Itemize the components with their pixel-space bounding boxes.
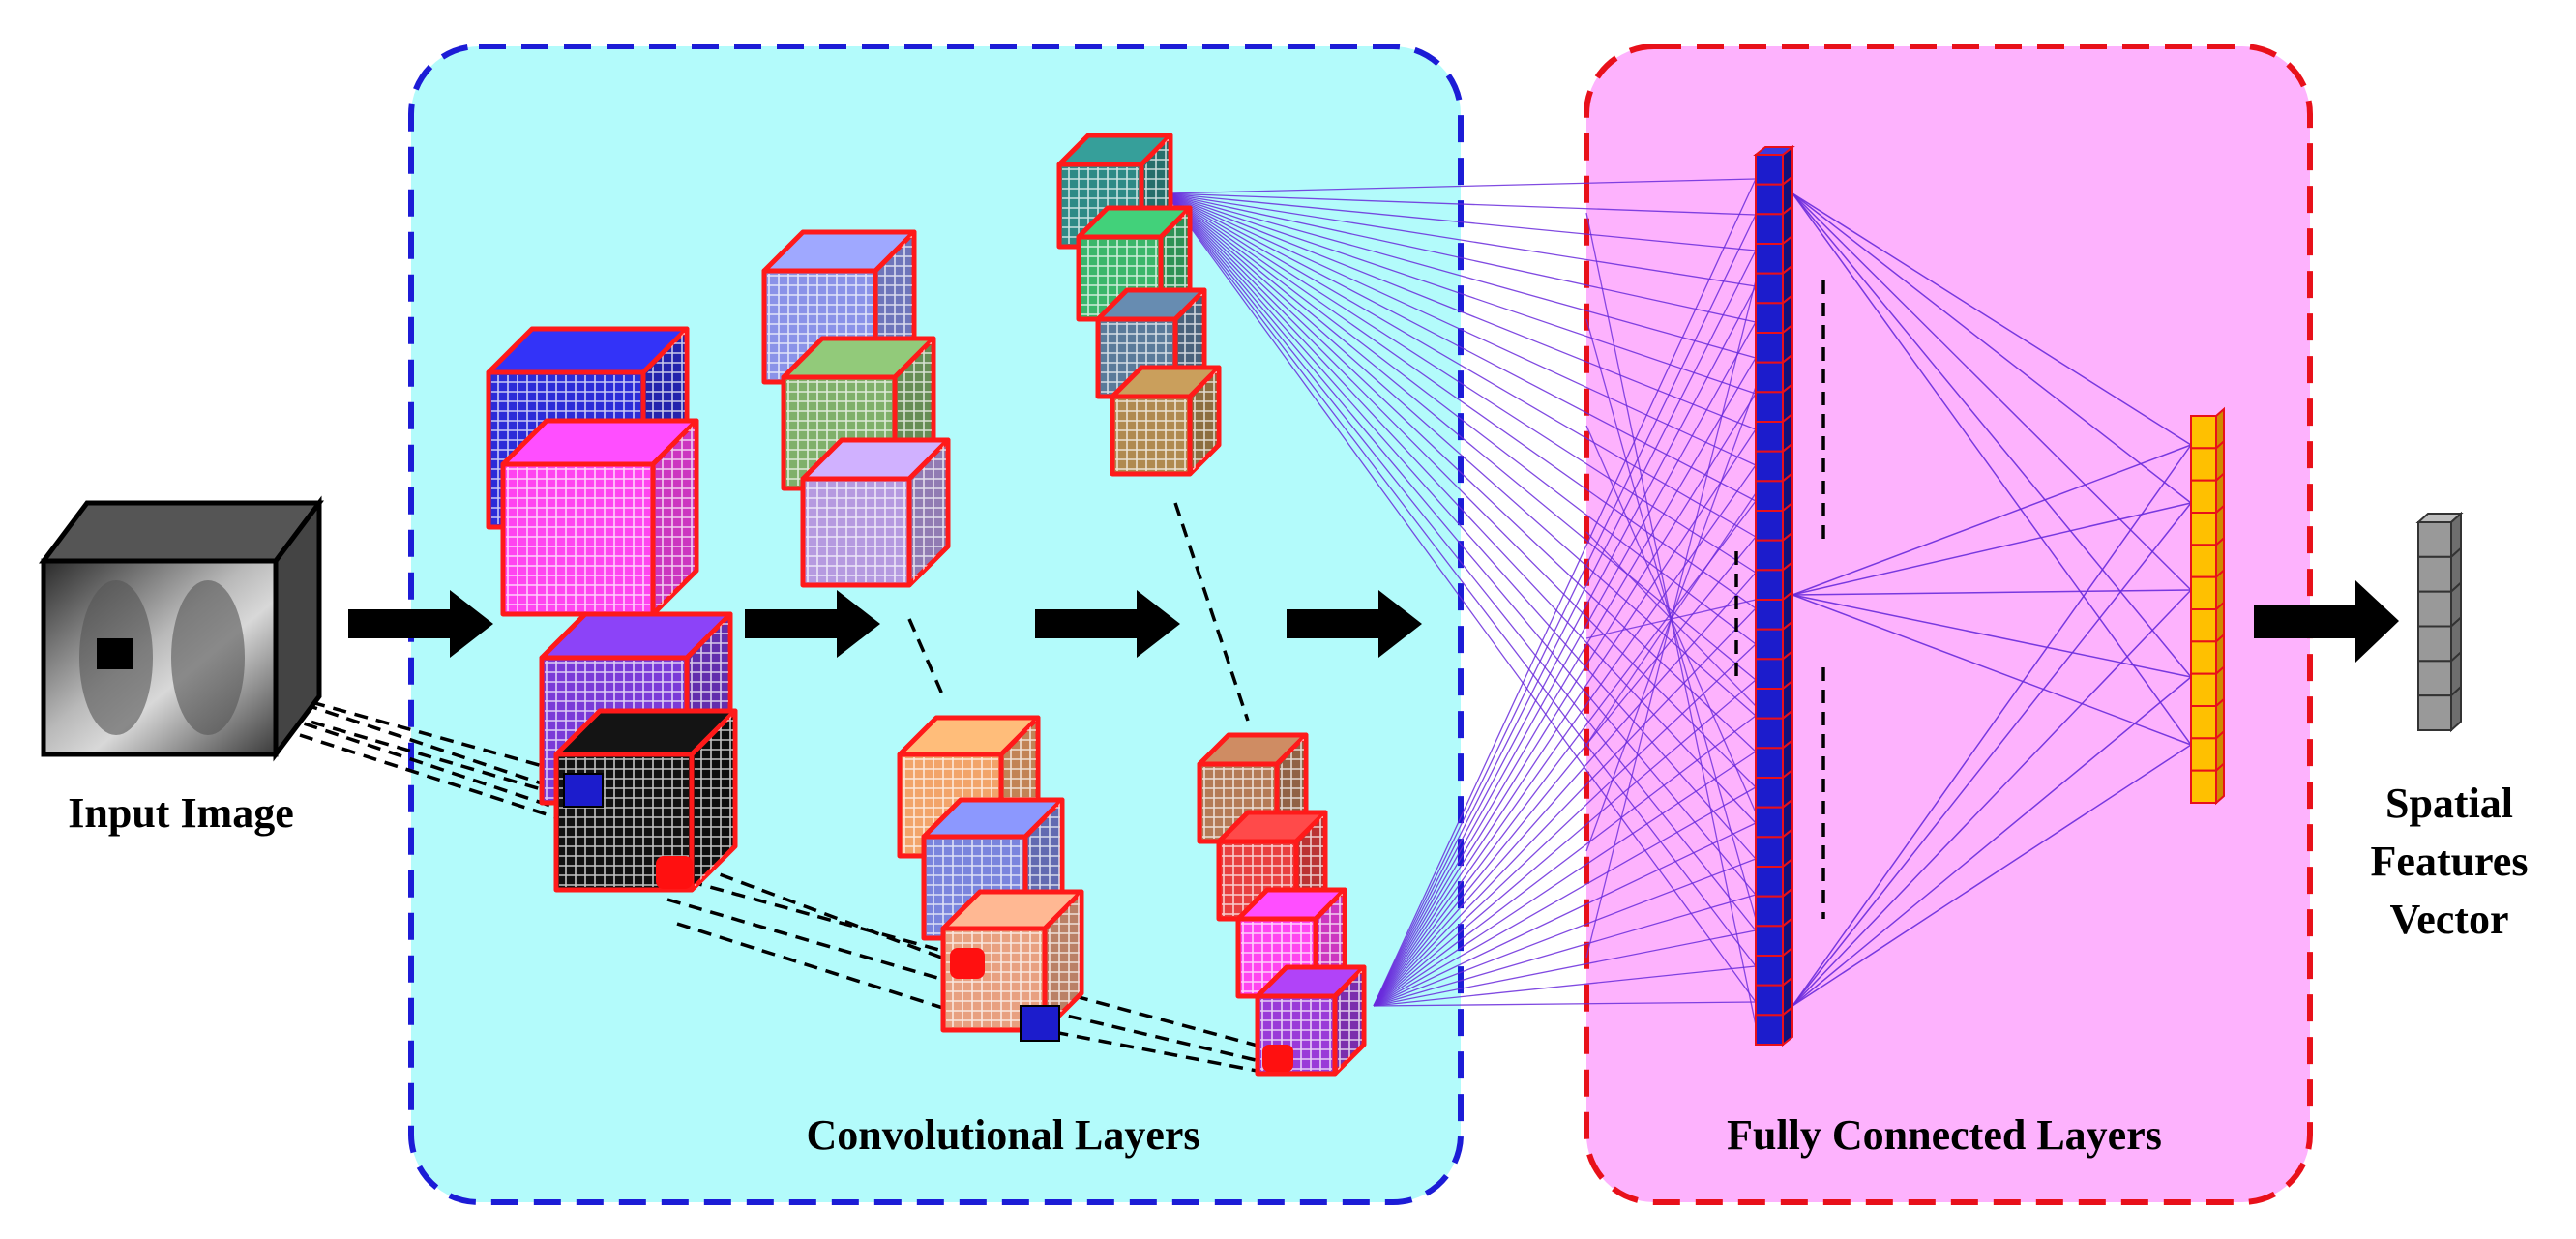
fc-layer-1-neurons [1753, 144, 1795, 1047]
feature-map-cube [1255, 964, 1367, 1077]
fc-layer-2-neurons [2190, 406, 2225, 806]
feature-map-cube [800, 437, 951, 588]
output-label-line-3: Vector [2390, 896, 2509, 943]
output-vector-cell [2417, 615, 2462, 664]
fc-neuron [2190, 439, 2225, 483]
fc-neuron [1755, 767, 1793, 810]
kernel-cube-icon [563, 773, 1293, 1072]
feature-map-cube [940, 889, 1084, 1033]
right-arrow-icon [2254, 580, 2399, 663]
output-vector-cell [2417, 546, 2462, 594]
fc-neuron [1755, 441, 1793, 484]
fc-neuron [1755, 560, 1793, 603]
fc-neuron [1755, 916, 1793, 959]
input-image-cube [39, 495, 324, 762]
fc-neuron [1755, 352, 1793, 395]
feature-map-cube [1110, 365, 1222, 477]
output-vector-cell [2417, 580, 2462, 629]
fc-neuron [2190, 600, 2225, 644]
input-image-label: Input Image [68, 789, 294, 837]
right-arrow-icon [1035, 590, 1180, 658]
fc-neuron [1755, 797, 1793, 840]
fc-neuron [1755, 649, 1793, 692]
fc-neuron [1755, 1005, 1793, 1047]
fc-neuron [1755, 589, 1793, 632]
fc-neuron [2190, 664, 2225, 709]
fc-neuron [1755, 204, 1793, 247]
fc-neuron [2190, 471, 2225, 516]
fc-neuron [2190, 761, 2225, 806]
fc-neuron [1755, 144, 1793, 187]
spatial-features-vector [2415, 511, 2464, 733]
fc-neuron [2190, 696, 2225, 741]
fc-neuron [1755, 678, 1793, 721]
fc-neuron [2190, 536, 2225, 579]
fc-neuron [1755, 322, 1793, 365]
output-vector-cell [2417, 684, 2462, 733]
fc-neuron [2190, 503, 2225, 547]
fc-neuron [1755, 233, 1793, 276]
fc-neuron [2190, 568, 2225, 612]
fc-layers-label: Fully Connected Layers [1727, 1111, 2162, 1159]
fc-neuron [1755, 856, 1793, 899]
fc-neuron [2190, 633, 2225, 676]
feature-map-cube [500, 418, 699, 617]
output-label-line-2: Features [2371, 838, 2529, 885]
fc-neuron [2190, 406, 2225, 451]
output-label-line-1: Spatial [2385, 780, 2513, 827]
conv-to-fc-connection-lines [1165, 178, 1757, 1007]
fc-neuron [1755, 293, 1793, 336]
fc-neuron [2190, 729, 2225, 773]
right-arrow-icon [1287, 590, 1422, 658]
right-arrow-icon [745, 590, 880, 658]
conv-layers-label: Convolutional Layers [806, 1111, 1199, 1159]
right-arrow-icon [348, 590, 493, 658]
output-vector-cell [2417, 511, 2462, 560]
fc-connection-lines [1585, 192, 2192, 1026]
